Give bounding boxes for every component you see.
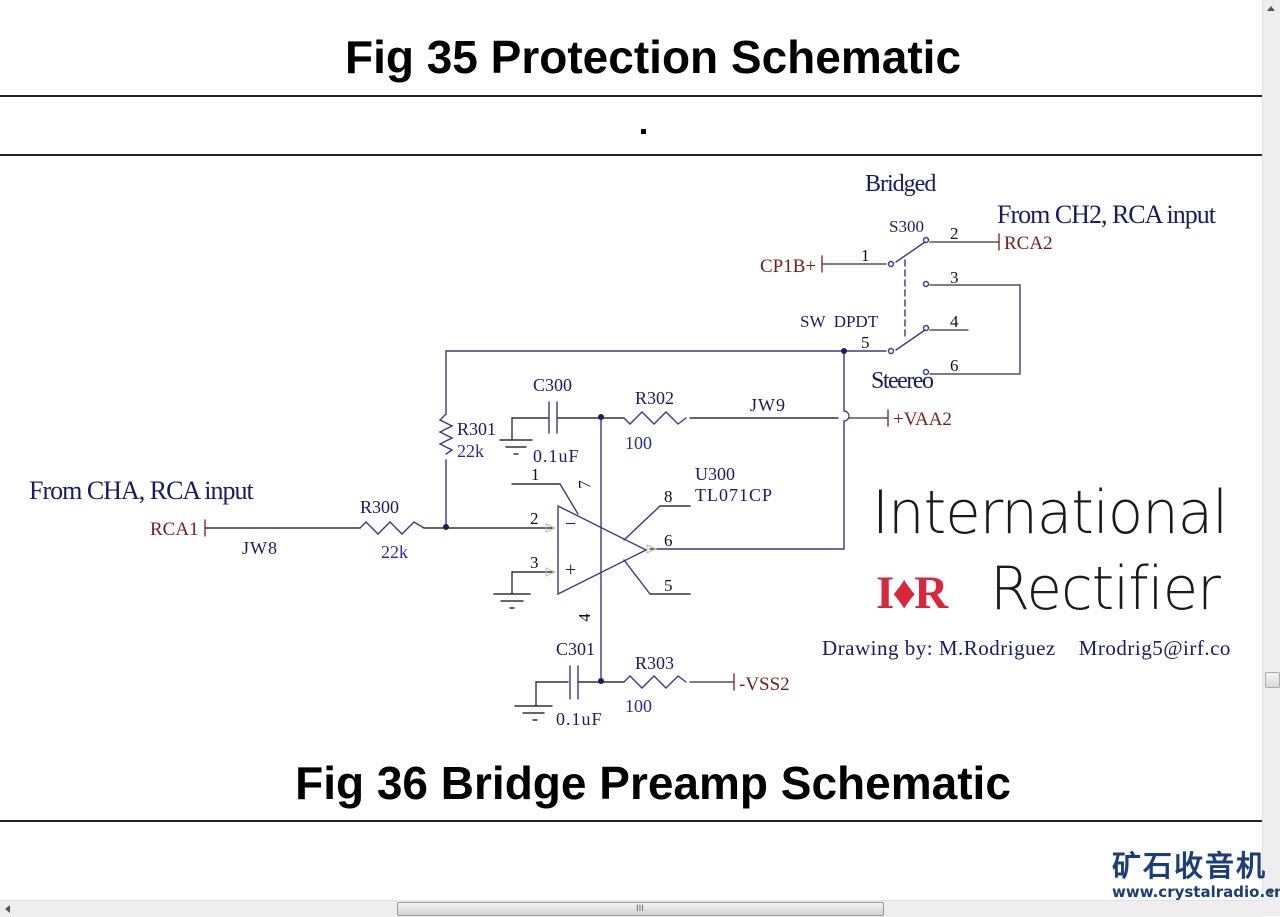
net-jw8: JW8: [242, 538, 278, 558]
c301-value: 0.1uF: [556, 709, 603, 729]
u300-pin-8-label: 8: [664, 487, 673, 506]
divider-bottom: [0, 820, 1262, 822]
resistor-r302: [623, 411, 687, 425]
switch-pin-5: [887, 347, 895, 355]
resistor-r301: [438, 413, 454, 455]
switch-blade-2: [895, 329, 926, 351]
drawing-credit: Drawing by: M.Rodriguez Mrodrig5@irf.co: [822, 636, 1231, 660]
horizontal-scrollbar[interactable]: III: [0, 900, 1262, 917]
switch-pin-4-label: 4: [950, 312, 959, 331]
site-watermark: 矿石收音机 www.crystalradio.cn: [1112, 849, 1280, 901]
vertical-scrollbar[interactable]: [1262, 0, 1280, 900]
scroll-left-arrow-icon[interactable]: [5, 905, 10, 913]
opamp-u300-body: [557, 504, 648, 596]
u300-part: TL071CP: [695, 485, 774, 505]
r300-ref: R300: [360, 497, 400, 517]
switch-ref: S300: [889, 217, 924, 236]
switch-s300: [821, 233, 1021, 376]
vertical-scroll-thumb[interactable]: [1265, 672, 1280, 688]
document-page: ​ Fig 35 Protection Schematic: [0, 0, 1262, 822]
c300-ref: C300: [533, 375, 573, 395]
fig36-title: Fig 36 Bridge Preamp Schematic: [295, 757, 1011, 809]
u300-pin-6-label: 6: [664, 531, 673, 550]
clipped-previous-text: ​: [0, 0, 1262, 8]
scroll-up-arrow-icon[interactable]: [1267, 6, 1275, 11]
resistor-r303: [623, 675, 687, 689]
net-rca1: RCA1: [150, 519, 199, 540]
c301-ref: C301: [556, 639, 596, 659]
junction-dot-c301: [598, 678, 604, 684]
scroll-grip-icon: III: [636, 904, 644, 914]
mode-label-stereo: Steereo: [871, 368, 934, 394]
net-vss2: -VSS2: [739, 674, 790, 695]
r301-ref: R301: [457, 419, 497, 439]
net-rca2: RCA2: [1004, 233, 1053, 254]
scrollbar-corner: [1262, 900, 1280, 916]
scroll-down-arrow-icon[interactable]: [1267, 890, 1275, 895]
ch2-input-caption: From CH2, RCA input: [997, 200, 1216, 229]
pin-arrow-2: [545, 523, 557, 533]
fig35-title: Fig 35 Protection Schematic: [344, 31, 962, 83]
r303-ref: R303: [635, 653, 675, 673]
switch-pin-1-label: 1: [861, 246, 870, 265]
wire-pin1-diag: [559, 483, 579, 515]
watermark-chinese-text: 矿石收音机: [1112, 849, 1268, 883]
switch-pin-2: [922, 236, 930, 244]
logo-rectifier: Rectifier: [990, 554, 1221, 624]
logo-international: International: [872, 478, 1228, 548]
u300-pin-5-label: 5: [664, 576, 673, 595]
switch-pin-3-label: 3: [950, 268, 959, 287]
divider-top: [0, 95, 1262, 97]
u300-pin-1-label: 1: [531, 465, 540, 484]
switch-type: SW DPDT: [800, 312, 879, 331]
pin-arrow-3: [545, 567, 557, 577]
r303-value: 100: [625, 696, 652, 716]
separator-dot: [641, 129, 646, 134]
u300-ref: U300: [695, 464, 735, 484]
switch-pin-5-label: 5: [861, 333, 870, 352]
u300-pin-2-label: 2: [530, 509, 539, 528]
bridge-preamp-schematic: [204, 233, 1021, 721]
watermark-url: www.crystalradio.cn: [1112, 883, 1280, 901]
u300-inverting-sign: −: [565, 513, 577, 535]
r302-ref: R302: [635, 388, 675, 408]
switch-pin-4: [922, 324, 930, 332]
net-vaa2: +VAA2: [893, 409, 952, 430]
cha-input-caption: From CHA, RCA input: [29, 476, 254, 505]
u300-pin-3-label: 3: [530, 553, 539, 572]
net-cp1b: CP1B+: [760, 256, 817, 277]
switch-pin-3: [922, 280, 930, 288]
u300-pin-7-label: 7: [574, 480, 594, 489]
u300-pin-4-label: 4: [574, 613, 594, 622]
wire-pin8-diag: [623, 505, 661, 541]
junction-dot-pin5: [841, 348, 847, 354]
r302-value: 100: [625, 433, 652, 453]
switch-pin-6: [922, 368, 930, 376]
junction-dot-c300: [598, 414, 604, 420]
switch-blade-1: [895, 241, 926, 263]
switch-pin-2-label: 2: [950, 224, 959, 243]
wire-pin5-diag: [623, 559, 651, 595]
switch-pin-6-label: 6: [950, 356, 959, 375]
mode-label-bridged: Bridged: [865, 171, 936, 197]
logo-ior-mark: I♦R: [876, 567, 948, 619]
pin-arrow-6: [646, 544, 658, 554]
switch-pin-1: [887, 260, 895, 268]
divider-mid: [0, 154, 1262, 156]
resistor-r300: [359, 521, 425, 535]
wire-crossover: [843, 410, 850, 422]
horizontal-scroll-thumb[interactable]: III: [397, 902, 884, 916]
u300-noninverting-sign: +: [565, 559, 577, 581]
c300-value: 0.1uF: [533, 446, 580, 466]
r300-value: 22k: [381, 542, 408, 562]
junction-dot-r300: [443, 524, 449, 530]
net-jw9: JW9: [750, 395, 786, 415]
r301-value: 22k: [457, 441, 484, 461]
